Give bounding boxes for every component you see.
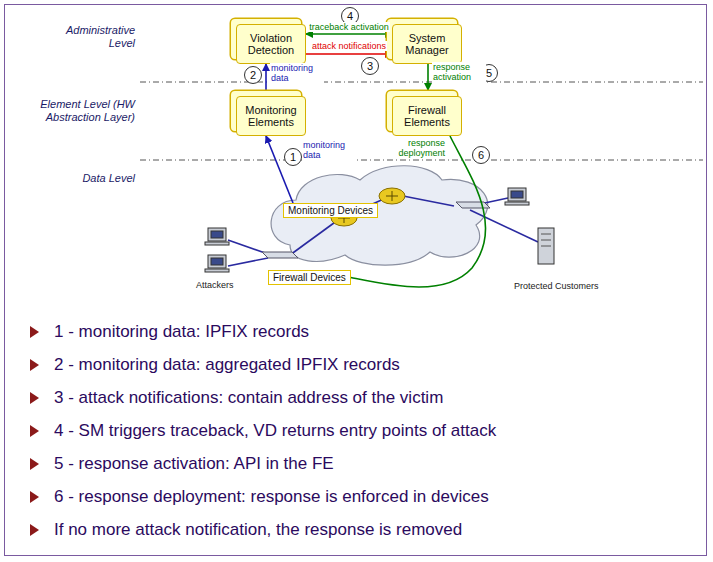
bullet-marker bbox=[30, 425, 39, 437]
bullet-text: 5 - response activation: API in the FE bbox=[54, 454, 334, 474]
bullet-text: 4 - SM triggers traceback, VD returns en… bbox=[54, 421, 496, 441]
device-caption: Protected Customers bbox=[514, 281, 599, 291]
bullet-text: 2 - monitoring data: aggregated IPFIX re… bbox=[54, 355, 400, 375]
server-symbol bbox=[538, 228, 554, 264]
process-box: Violation Detection bbox=[236, 24, 306, 64]
connector-arrow bbox=[265, 64, 267, 90]
device-caption: Attackers bbox=[196, 280, 234, 290]
callout-number: 1 bbox=[284, 148, 302, 166]
level-label: Data Level bbox=[55, 172, 135, 185]
bullet-text: 1 - monitoring data: IPFIX records bbox=[54, 322, 309, 342]
bullet-marker bbox=[30, 458, 39, 470]
callout-number: 6 bbox=[472, 146, 490, 164]
bullet-marker bbox=[30, 359, 39, 371]
level-label: Element Level (HW Abstraction Layer) bbox=[30, 98, 135, 124]
edge-label: traceback activation bbox=[308, 22, 390, 32]
bullet-marker bbox=[30, 326, 39, 338]
level-label: Administrative Level bbox=[55, 24, 135, 50]
bullet-marker bbox=[30, 491, 39, 503]
connector-arrow bbox=[266, 136, 293, 203]
device-label-box: Firewall Devices bbox=[268, 270, 351, 285]
edge-label: attack notifications bbox=[311, 41, 387, 51]
level-divider bbox=[140, 160, 703, 161]
slide-frame bbox=[4, 4, 707, 556]
process-box: System Manager bbox=[392, 24, 462, 64]
device-label-box: Monitoring Devices bbox=[283, 203, 378, 218]
box-text: Firewall Elements bbox=[396, 104, 458, 128]
edge-label: monitoring data bbox=[302, 140, 356, 161]
switch-symbol bbox=[262, 202, 490, 258]
bullet-marker bbox=[30, 524, 39, 536]
connector-arrow bbox=[306, 53, 392, 55]
process-box: Monitoring Elements bbox=[236, 96, 306, 136]
connector-arrow bbox=[427, 64, 429, 90]
callout-number: 3 bbox=[361, 57, 379, 75]
network-links bbox=[228, 195, 538, 266]
bullet-text: 6 - response deployment: response is enf… bbox=[54, 487, 489, 507]
network-cloud bbox=[271, 166, 488, 265]
box-text: Firewall Devices bbox=[273, 272, 346, 283]
bullet-text: 3 - attack notifications: contain addres… bbox=[54, 388, 443, 408]
bullet-marker bbox=[30, 392, 39, 404]
bullet-text: If no more attack notification, the resp… bbox=[54, 520, 462, 540]
edge-label: monitoring data bbox=[270, 63, 324, 84]
process-box: Firewall Elements bbox=[392, 96, 462, 136]
box-text: System Manager bbox=[396, 32, 458, 56]
box-text: Monitoring Elements bbox=[240, 104, 302, 128]
edge-label: response deployment bbox=[392, 138, 446, 159]
box-text: Monitoring Devices bbox=[288, 205, 373, 216]
level-divider bbox=[140, 82, 703, 83]
box-text: Violation Detection bbox=[240, 32, 302, 56]
callout-number: 2 bbox=[244, 66, 262, 84]
edge-label: response activation bbox=[432, 62, 486, 83]
connector-arrow bbox=[306, 33, 392, 35]
